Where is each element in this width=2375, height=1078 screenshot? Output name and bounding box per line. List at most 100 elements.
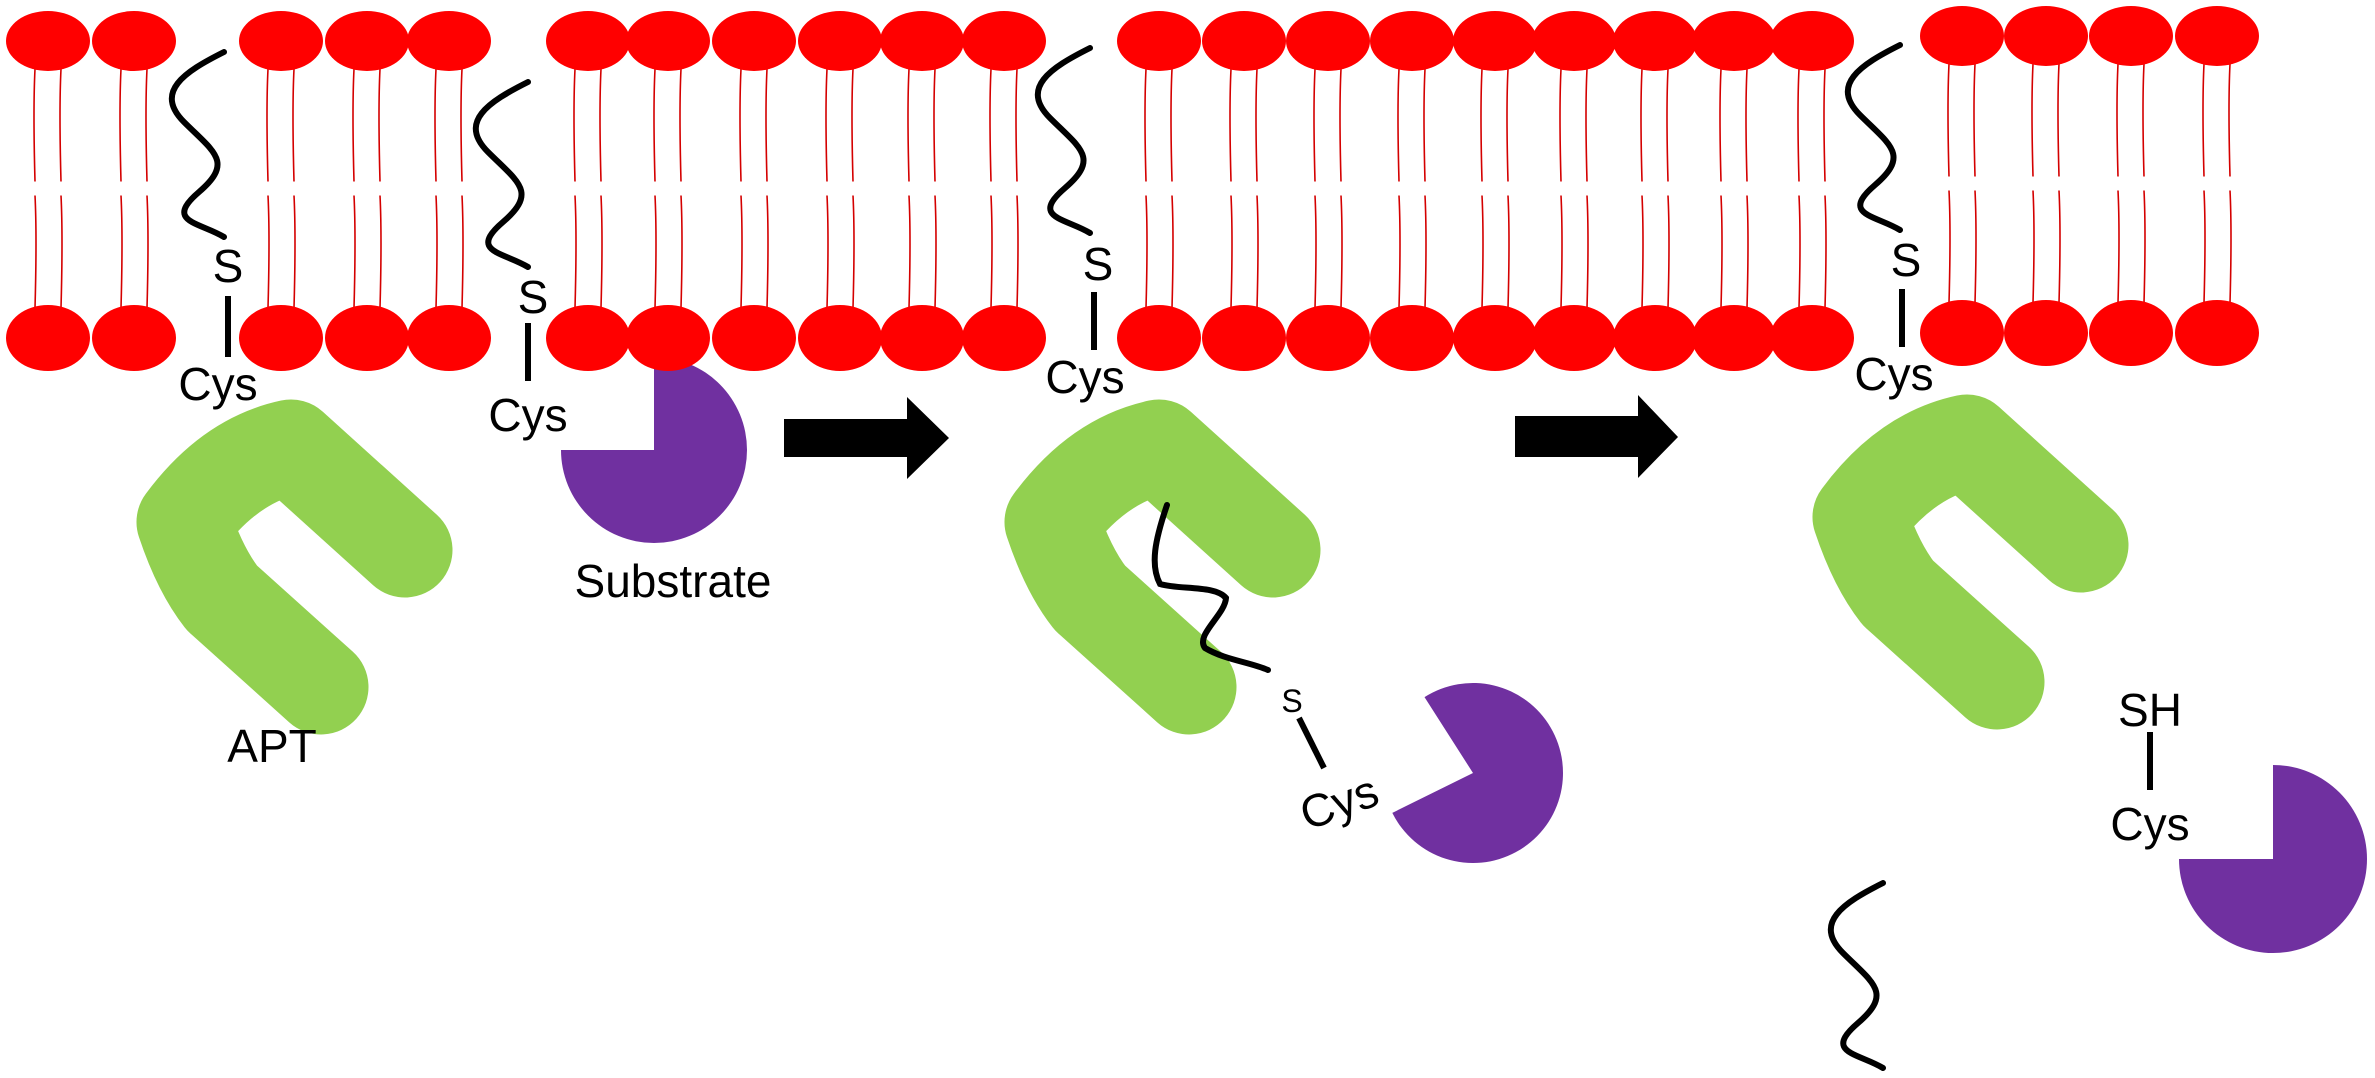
substrate-label: Substrate: [575, 555, 772, 607]
lipid-head-outer: [239, 11, 323, 71]
lipid-head-outer: [798, 11, 882, 71]
sulfur-label: S: [1281, 683, 1302, 719]
lipid-head-inner: [880, 305, 964, 371]
lipid-tail: [1745, 68, 1749, 309]
lipid-tail: [653, 68, 657, 309]
cys-label: Cys: [1045, 351, 1124, 403]
lipid-tail: [33, 68, 37, 309]
lipid-tail: [119, 68, 123, 309]
lipid-tail: [1015, 68, 1019, 309]
lipid-tail: [1506, 68, 1510, 309]
lipid-tail: [1423, 68, 1427, 309]
cys-label: Cys: [1293, 764, 1385, 840]
phospholipid: [6, 11, 90, 371]
bond-line: [1296, 716, 1327, 770]
lipid-tail: [59, 68, 63, 309]
lipid-tail: [145, 68, 149, 309]
lipid-head-inner: [798, 305, 882, 371]
phospholipid: [546, 11, 630, 371]
lipid-tail: [739, 68, 743, 309]
lipid-tail: [989, 68, 993, 309]
phospholipid: [325, 11, 409, 371]
lipid-head-inner: [407, 305, 491, 371]
palmitoyl-chain: [1844, 42, 1903, 233]
phospholipid: [962, 11, 1046, 371]
lipid-head-outer: [1453, 11, 1537, 71]
phospholipid: [1920, 6, 2004, 366]
lipid-head-inner: [2175, 300, 2259, 366]
phospholipid: [1286, 11, 1370, 371]
lipid-tail: [1397, 68, 1401, 309]
thiol-label: SH: [2118, 684, 2182, 736]
lipid-tail: [1797, 68, 1801, 309]
lipid-tail: [933, 68, 937, 309]
palmitoyl-chain: [1827, 880, 1886, 1071]
phospholipid: [1370, 11, 1454, 371]
lipid-tail: [2116, 63, 2120, 304]
apt-enzyme-3: [1812, 394, 2129, 730]
substrate-protein-3: [2179, 765, 2367, 953]
lipid-tail: [292, 68, 296, 309]
apt-shape: [1812, 394, 2129, 730]
lipid-head-outer: [1117, 11, 1201, 71]
lipid-tail: [1823, 68, 1827, 309]
apt-shape: [1004, 399, 1321, 735]
lipid-head-outer: [2004, 6, 2088, 66]
lipid-head-outer: [2089, 6, 2173, 66]
palmitoyl-chain-4: [1844, 42, 1903, 233]
lipid-tail: [1170, 68, 1174, 309]
phospholipid: [1613, 11, 1697, 371]
lipid-head-outer: [1532, 11, 1616, 71]
phospholipid: [92, 11, 176, 371]
lipid-head-inner: [2089, 300, 2173, 366]
lipid-head-outer: [1770, 11, 1854, 71]
phospholipid: [712, 11, 796, 371]
lipid-head-inner: [1532, 305, 1616, 371]
phospholipid: [880, 11, 964, 371]
lipid-head-outer: [1286, 11, 1370, 71]
lipid-tail: [1339, 68, 1343, 309]
phospholipid: [239, 11, 323, 371]
lipid-head-inner: [1770, 305, 1854, 371]
sulfur-label: S: [518, 271, 549, 323]
lipid-head-outer: [92, 11, 176, 71]
cys-label: Cys: [488, 389, 567, 441]
phospholipid: [626, 11, 710, 371]
lipid-tail: [851, 68, 855, 309]
phospholipid: [798, 11, 882, 371]
palmitoyl-chain: [472, 79, 531, 270]
lipid-head-inner: [1202, 305, 1286, 371]
lipid-tail: [434, 68, 438, 309]
lipid-head-inner: [6, 305, 90, 371]
lipid-tail: [460, 68, 464, 309]
lipid-head-outer: [880, 11, 964, 71]
lipid-head-inner: [92, 305, 176, 371]
lipid-head-inner: [546, 305, 630, 371]
palmitoyl-chain-3: [1034, 45, 1093, 236]
lipid-head-outer: [2175, 6, 2259, 66]
palmitoyl-chain: [1034, 45, 1093, 236]
phospholipid: [2175, 6, 2259, 366]
lipid-tail: [1480, 68, 1484, 309]
lipid-tail: [1144, 68, 1148, 309]
lipid-head-inner: [2004, 300, 2088, 366]
lipid-head-inner: [1613, 305, 1697, 371]
substrate-protein-1: [561, 357, 747, 543]
lipid-head-outer: [6, 11, 90, 71]
arrow-right-icon: [1515, 395, 1678, 478]
lipid-head-inner: [1370, 305, 1454, 371]
phospholipid: [1770, 11, 1854, 371]
lipid-tail: [1640, 68, 1644, 309]
lipid-head-outer: [1370, 11, 1454, 71]
apt-label: APT: [227, 720, 316, 772]
lipid-tail: [2142, 63, 2146, 304]
lipid-head-outer: [1920, 6, 2004, 66]
lipid-head-inner: [962, 305, 1046, 371]
lipid-tail: [1947, 63, 1951, 304]
apt-enzyme-1: [136, 399, 453, 735]
cys-label: Cys: [178, 358, 257, 410]
palmitoyl-chain-in-active-site: [1151, 502, 1271, 673]
palmitoyl-chain: [168, 49, 227, 240]
sulfur-label: S: [213, 240, 244, 292]
